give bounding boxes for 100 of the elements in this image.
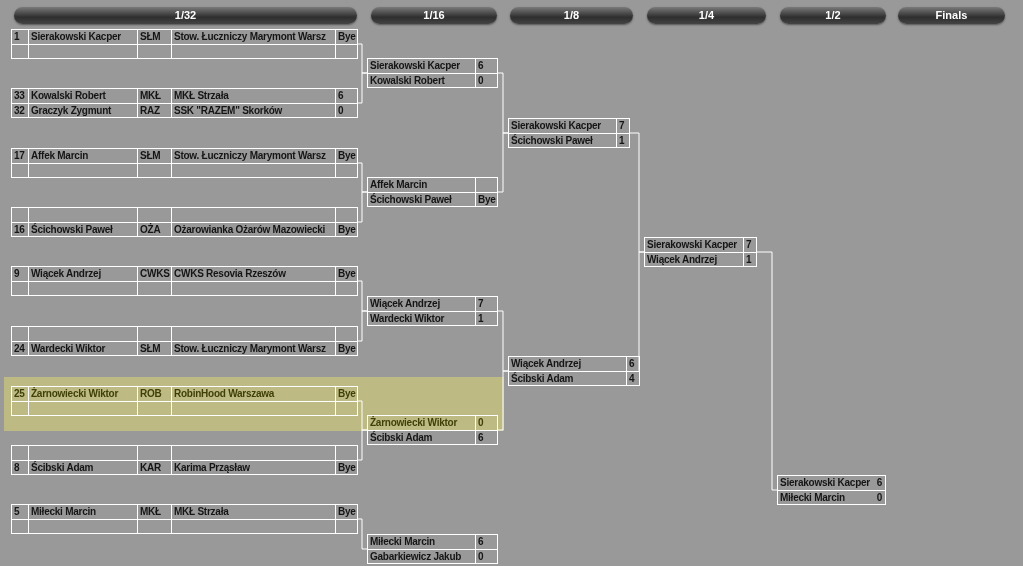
seed-number: 17: [13, 149, 26, 163]
player-name: Kowalski Robert: [369, 74, 446, 88]
empty-row: [12, 163, 357, 177]
bracket-line: [357, 518, 368, 550]
round-header: Finals: [898, 7, 1005, 24]
club-code: KAR: [137, 461, 171, 475]
score: Bye: [335, 30, 357, 44]
bracket-line: [497, 370, 509, 431]
match-box: [367, 58, 498, 88]
club-code: SŁM: [137, 342, 171, 356]
club-code: MKŁ: [137, 89, 171, 103]
bracket-row: [645, 252, 756, 266]
score: 0: [475, 74, 497, 88]
score: 7: [743, 238, 756, 252]
bracket-line: [357, 310, 368, 342]
player-name: Wiącek Andrzej: [369, 297, 441, 311]
player-name: Wiącek Andrzej: [646, 253, 718, 267]
score: 4: [626, 372, 639, 386]
club-name: MKŁ Strzała: [171, 505, 335, 519]
match-box: [11, 29, 358, 59]
seed-number: 32: [13, 104, 26, 118]
bracket-row: [12, 149, 357, 163]
bracket-row: [12, 103, 357, 117]
player-name: Wardecki Wiktor: [28, 342, 137, 356]
empty-row: [12, 44, 357, 58]
player-name: Kowalski Robert: [28, 89, 137, 103]
round-header: 1/32: [14, 7, 357, 24]
round-header: 1/16: [371, 7, 497, 24]
match-box: [367, 415, 498, 445]
player-name: Wiącek Andrzej: [510, 357, 582, 371]
score: 6: [626, 357, 639, 371]
score: 0: [475, 550, 497, 564]
club-name: MKŁ Strzała: [171, 89, 335, 103]
match-box: [11, 504, 358, 534]
bracket-row: [509, 371, 639, 385]
score: Bye: [335, 267, 357, 281]
match-box: [11, 326, 358, 356]
player-name: Miłecki Marcin: [28, 505, 137, 519]
match-box: [11, 88, 358, 118]
club-code: SŁM: [137, 30, 171, 44]
empty-row: [12, 519, 357, 533]
round-header: 1/8: [510, 7, 633, 24]
match-box: [11, 386, 358, 416]
score: 6: [475, 431, 497, 445]
seed-number: 1: [13, 30, 21, 44]
match-box: [777, 475, 886, 505]
player-name: Żarnowiecki Wiktor: [369, 416, 459, 430]
club-code: MKŁ: [137, 505, 171, 519]
club-code: ROB: [137, 387, 171, 401]
player-name: Ścichowski Paweł: [369, 193, 453, 207]
score: 7: [475, 297, 497, 311]
score: 1: [475, 312, 497, 326]
club-name: Stow. Łuczniczy Marymont Warsz: [171, 30, 335, 44]
player-name: Ścichowski Paweł: [510, 134, 594, 148]
club-name: Ożarowianka Ożarów Mazowiecki: [171, 223, 335, 237]
score: 6: [475, 59, 497, 73]
bracket-line: [357, 72, 368, 104]
match-box: [367, 177, 498, 207]
club-name: SSK "RAZEM" Skorków: [171, 104, 335, 118]
player-name: Sierakowski Kacper: [369, 59, 461, 73]
match-box: [508, 118, 630, 148]
seed-number: 8: [13, 461, 21, 475]
player-name: Affek Marcin: [369, 178, 428, 192]
player-name: Miłecki Marcin: [369, 535, 436, 549]
bracket-line: [756, 251, 778, 491]
match-box: [508, 356, 640, 386]
player-name: Miłecki Marcin: [779, 491, 846, 505]
bracket-row: [12, 267, 357, 281]
player-name: Sierakowski Kacper: [510, 119, 602, 133]
player-name: Affek Marcin: [28, 149, 137, 163]
player-name: Gabarkiewicz Jakub: [369, 550, 463, 564]
score: Bye: [335, 149, 357, 163]
club-name: Karima Prząsław: [171, 461, 335, 475]
score: 1: [743, 253, 756, 267]
bracket-row: [368, 549, 497, 563]
match-box: [11, 148, 358, 178]
club-code: RAZ: [137, 104, 171, 118]
club-code: OŻA: [137, 223, 171, 237]
match-box: [11, 207, 358, 237]
bracket-line: [638, 251, 645, 372]
player-name: Ścibski Adam: [510, 372, 575, 386]
club-name: Stow. Łuczniczy Marymont Warsz: [171, 149, 335, 163]
player-name: Ścichowski Paweł: [28, 223, 137, 237]
player-name: Ścibski Adam: [369, 431, 434, 445]
bracket-row: [368, 192, 497, 206]
score: 1: [616, 134, 629, 148]
seed-number: 16: [13, 223, 26, 237]
player-name: Żarnowiecki Wiktor: [28, 387, 137, 401]
score: 0: [475, 416, 497, 430]
bracket-row: [12, 222, 357, 236]
score: Bye: [335, 387, 357, 401]
bracket-row: [12, 341, 357, 355]
player-name: Sierakowski Kacper: [779, 476, 871, 490]
score: 0: [875, 491, 883, 505]
bracket-row: [12, 460, 357, 474]
match-box: [11, 445, 358, 475]
seed-number: 24: [13, 342, 26, 356]
bracket-line: [357, 191, 368, 223]
bracket-row: [509, 133, 629, 147]
score: 6: [335, 89, 357, 103]
